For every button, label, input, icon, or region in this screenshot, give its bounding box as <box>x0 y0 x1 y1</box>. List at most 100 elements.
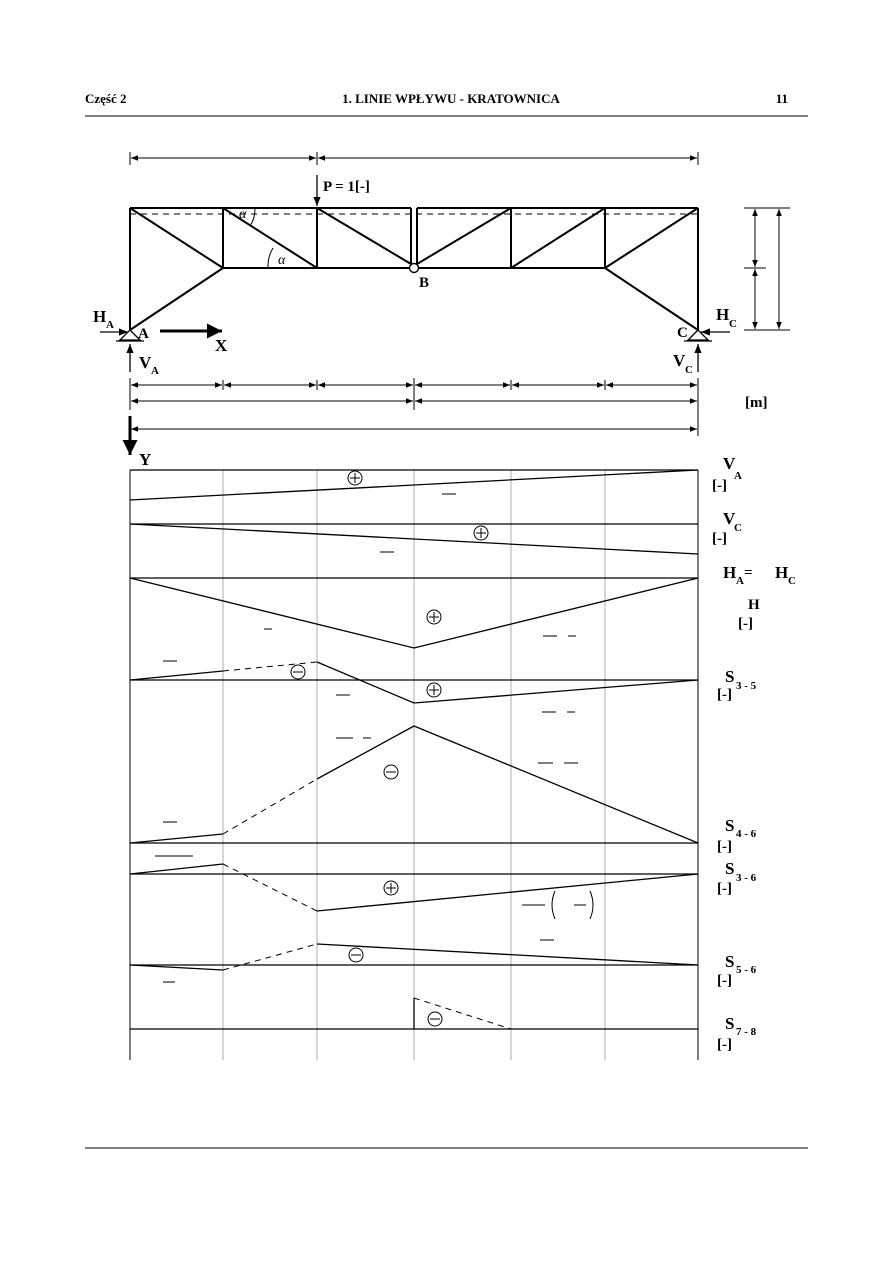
angle-label: α <box>239 207 247 222</box>
label-s35-unit: [-] <box>717 687 732 703</box>
label-s35-subscript: 3 - 5 <box>736 680 757 692</box>
angle-arc-icon <box>249 207 256 227</box>
influence-curve-dashed <box>222 778 318 835</box>
influence-line-s46 <box>129 725 699 857</box>
label-vc-subscript: C <box>734 522 742 534</box>
minus-sign-icon <box>383 764 399 780</box>
paren-right <box>589 890 594 920</box>
influence-line-s36 <box>129 863 699 941</box>
influence-line-va <box>129 469 699 501</box>
hc-label: H <box>716 305 729 324</box>
influence-curve <box>129 670 224 681</box>
va-subscript: A <box>151 365 159 377</box>
label-vc: V <box>723 509 736 528</box>
label-va: V <box>723 454 736 473</box>
label-s46-unit: [-] <box>717 839 732 855</box>
influence-curve <box>316 725 699 844</box>
influence-line-s78 <box>130 997 698 1030</box>
diagonal-member <box>316 207 412 265</box>
influence-curve <box>129 863 224 875</box>
hc-subscript: C <box>729 318 737 330</box>
label-s36-subscript: 3 - 6 <box>736 872 757 884</box>
header-page-number: 11 <box>776 91 788 106</box>
diagonal-member <box>510 207 606 269</box>
minus-sign-icon <box>427 1011 443 1027</box>
label-va-subscript: A <box>734 470 742 482</box>
vc-label: V <box>673 351 686 370</box>
header-part: Część 2 <box>85 91 127 106</box>
label-s78-subscript: 7 - 8 <box>736 1026 757 1038</box>
span-dimensions: [m] <box>129 378 768 436</box>
truss: α α <box>129 207 699 331</box>
hinge-b-icon <box>408 262 420 274</box>
label-ha: H <box>723 563 736 582</box>
influence-curve <box>129 469 699 501</box>
label-h: H <box>748 597 760 613</box>
influence-curve <box>129 523 699 555</box>
plus-sign-icon <box>426 609 442 625</box>
influence-curve <box>316 873 699 912</box>
node-a-label: A <box>138 326 149 342</box>
influence-curve <box>129 833 224 844</box>
label-s56-subscript: 5 - 6 <box>736 964 757 976</box>
header-title: 1. LINIE WPŁYWU - KRATOWNICA <box>342 91 560 106</box>
plus-sign-icon <box>347 470 363 486</box>
influence-curve-dashed <box>222 943 318 971</box>
support-a: H A A V A X <box>93 307 228 377</box>
influence-curve-dashed <box>413 997 512 1030</box>
influence-curve <box>129 577 699 649</box>
diagonal-member <box>222 207 318 269</box>
va-label: V <box>139 353 152 372</box>
inclined-chord-right <box>604 267 699 331</box>
load-p: P = 1[-] <box>313 175 370 206</box>
label-equals: = <box>744 565 753 581</box>
influence-line-vc <box>129 523 699 555</box>
influence-grid <box>129 470 699 1060</box>
axis-y-label: Y <box>139 450 151 469</box>
minus-sign-icon <box>290 664 306 680</box>
label-hc: H <box>775 563 788 582</box>
influence-line-s56 <box>129 943 699 983</box>
label-ha-subscript: A <box>736 575 744 587</box>
label-s36: S <box>725 859 734 878</box>
plus-sign-icon <box>426 682 442 698</box>
influence-curve <box>316 661 699 704</box>
minus-sign-icon <box>348 947 364 963</box>
plus-sign-icon <box>383 880 399 896</box>
ha-subscript: A <box>106 319 114 331</box>
plus-sign-icon <box>473 525 489 541</box>
influence-curve <box>316 943 699 966</box>
label-hc-subscript: C <box>788 575 796 587</box>
diagonal-member <box>129 207 224 269</box>
influence-labels: V A [-] V C [-] H A = H C H [-] S 3 - 5 … <box>712 454 796 1053</box>
node-c-label: C <box>677 325 688 341</box>
inclined-chord-left <box>129 267 224 331</box>
node-b-label: B <box>419 275 429 291</box>
page-header: Część 2 1. LINIE WPŁYWU - KRATOWNICA 11 <box>85 91 808 117</box>
label-s56-unit: [-] <box>717 973 732 989</box>
label-s46: S <box>725 816 734 835</box>
influence-line-h <box>129 577 699 649</box>
label-vc-unit: [-] <box>712 531 727 547</box>
label-s36-unit: [-] <box>717 881 732 897</box>
influence-curve-dashed <box>222 863 318 912</box>
diagonal-member <box>416 207 512 265</box>
unit-label: [m] <box>745 395 768 411</box>
height-dimensions <box>744 207 790 331</box>
influence-curve-dashed <box>222 661 318 672</box>
angle-arc-icon <box>267 247 274 269</box>
support-c: C H C V C <box>673 305 737 376</box>
label-s56: S <box>725 952 734 971</box>
label-s78: S <box>725 1014 734 1033</box>
label-h-unit: [-] <box>738 616 753 632</box>
top-dimension <box>129 152 699 165</box>
load-label: P = 1[-] <box>323 179 370 195</box>
y-axis: Y <box>122 416 151 469</box>
label-s46-subscript: 4 - 6 <box>736 828 757 840</box>
label-va-unit: [-] <box>712 478 727 494</box>
influence-curve <box>129 964 224 971</box>
diagonal-member <box>604 207 699 269</box>
angle-label: α <box>278 253 286 268</box>
vc-subscript: C <box>685 364 693 376</box>
